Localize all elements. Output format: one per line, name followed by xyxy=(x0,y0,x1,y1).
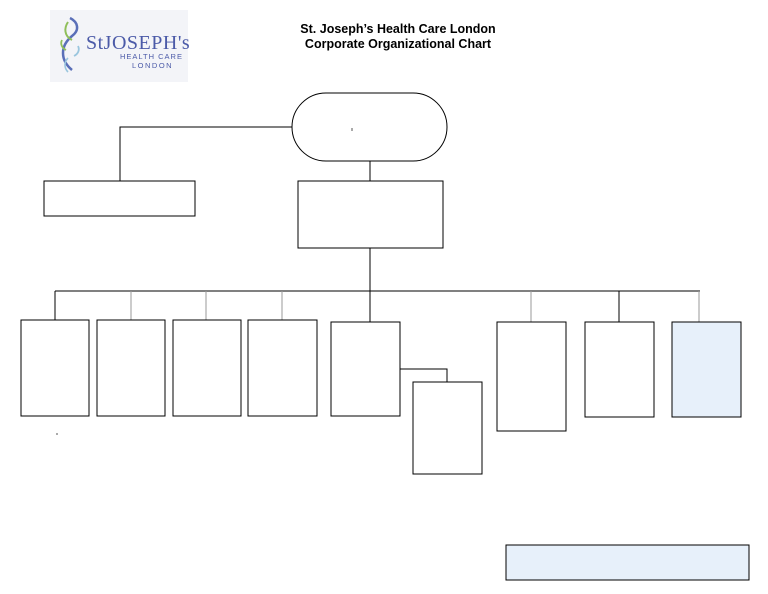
title-line-2: Corporate Organizational Chart xyxy=(304,37,492,51)
connector-lines-light xyxy=(130,291,700,322)
sub-node[interactable] xyxy=(412,381,483,475)
connector-sub-box xyxy=(400,368,448,382)
leaf-node-7[interactable] xyxy=(584,321,655,418)
leaf-node-highlight[interactable] xyxy=(671,321,742,418)
leaf-node-3[interactable] xyxy=(172,319,242,417)
connector-lines xyxy=(54,126,700,382)
top-executive-node[interactable] xyxy=(291,92,448,162)
leaf-emblem-icon xyxy=(60,16,80,73)
leaf-node-1[interactable] xyxy=(20,319,90,417)
organization-logo: StJOSEPH's HEALTH CARE LONDON xyxy=(50,10,191,82)
legend-box xyxy=(505,544,750,581)
center-node[interactable] xyxy=(297,180,444,249)
left-node[interactable] xyxy=(43,180,196,217)
leaf-node-5[interactable] xyxy=(330,321,401,417)
leaf-node-4[interactable] xyxy=(247,319,318,417)
title-line-1: St. Joseph’s Health Care London xyxy=(300,22,496,36)
logo-subtitle-1: HEALTH CARE xyxy=(120,52,183,61)
connector-top-to-left xyxy=(119,126,292,181)
page-title: St. Joseph’s Health Care London Corporat… xyxy=(268,22,528,52)
leaf-node-6[interactable] xyxy=(496,321,567,432)
leaf-node-2[interactable] xyxy=(96,319,166,417)
logo-wordmark: StJOSEPH's xyxy=(86,32,191,54)
logo-subtitle-2: LONDON xyxy=(132,61,174,70)
